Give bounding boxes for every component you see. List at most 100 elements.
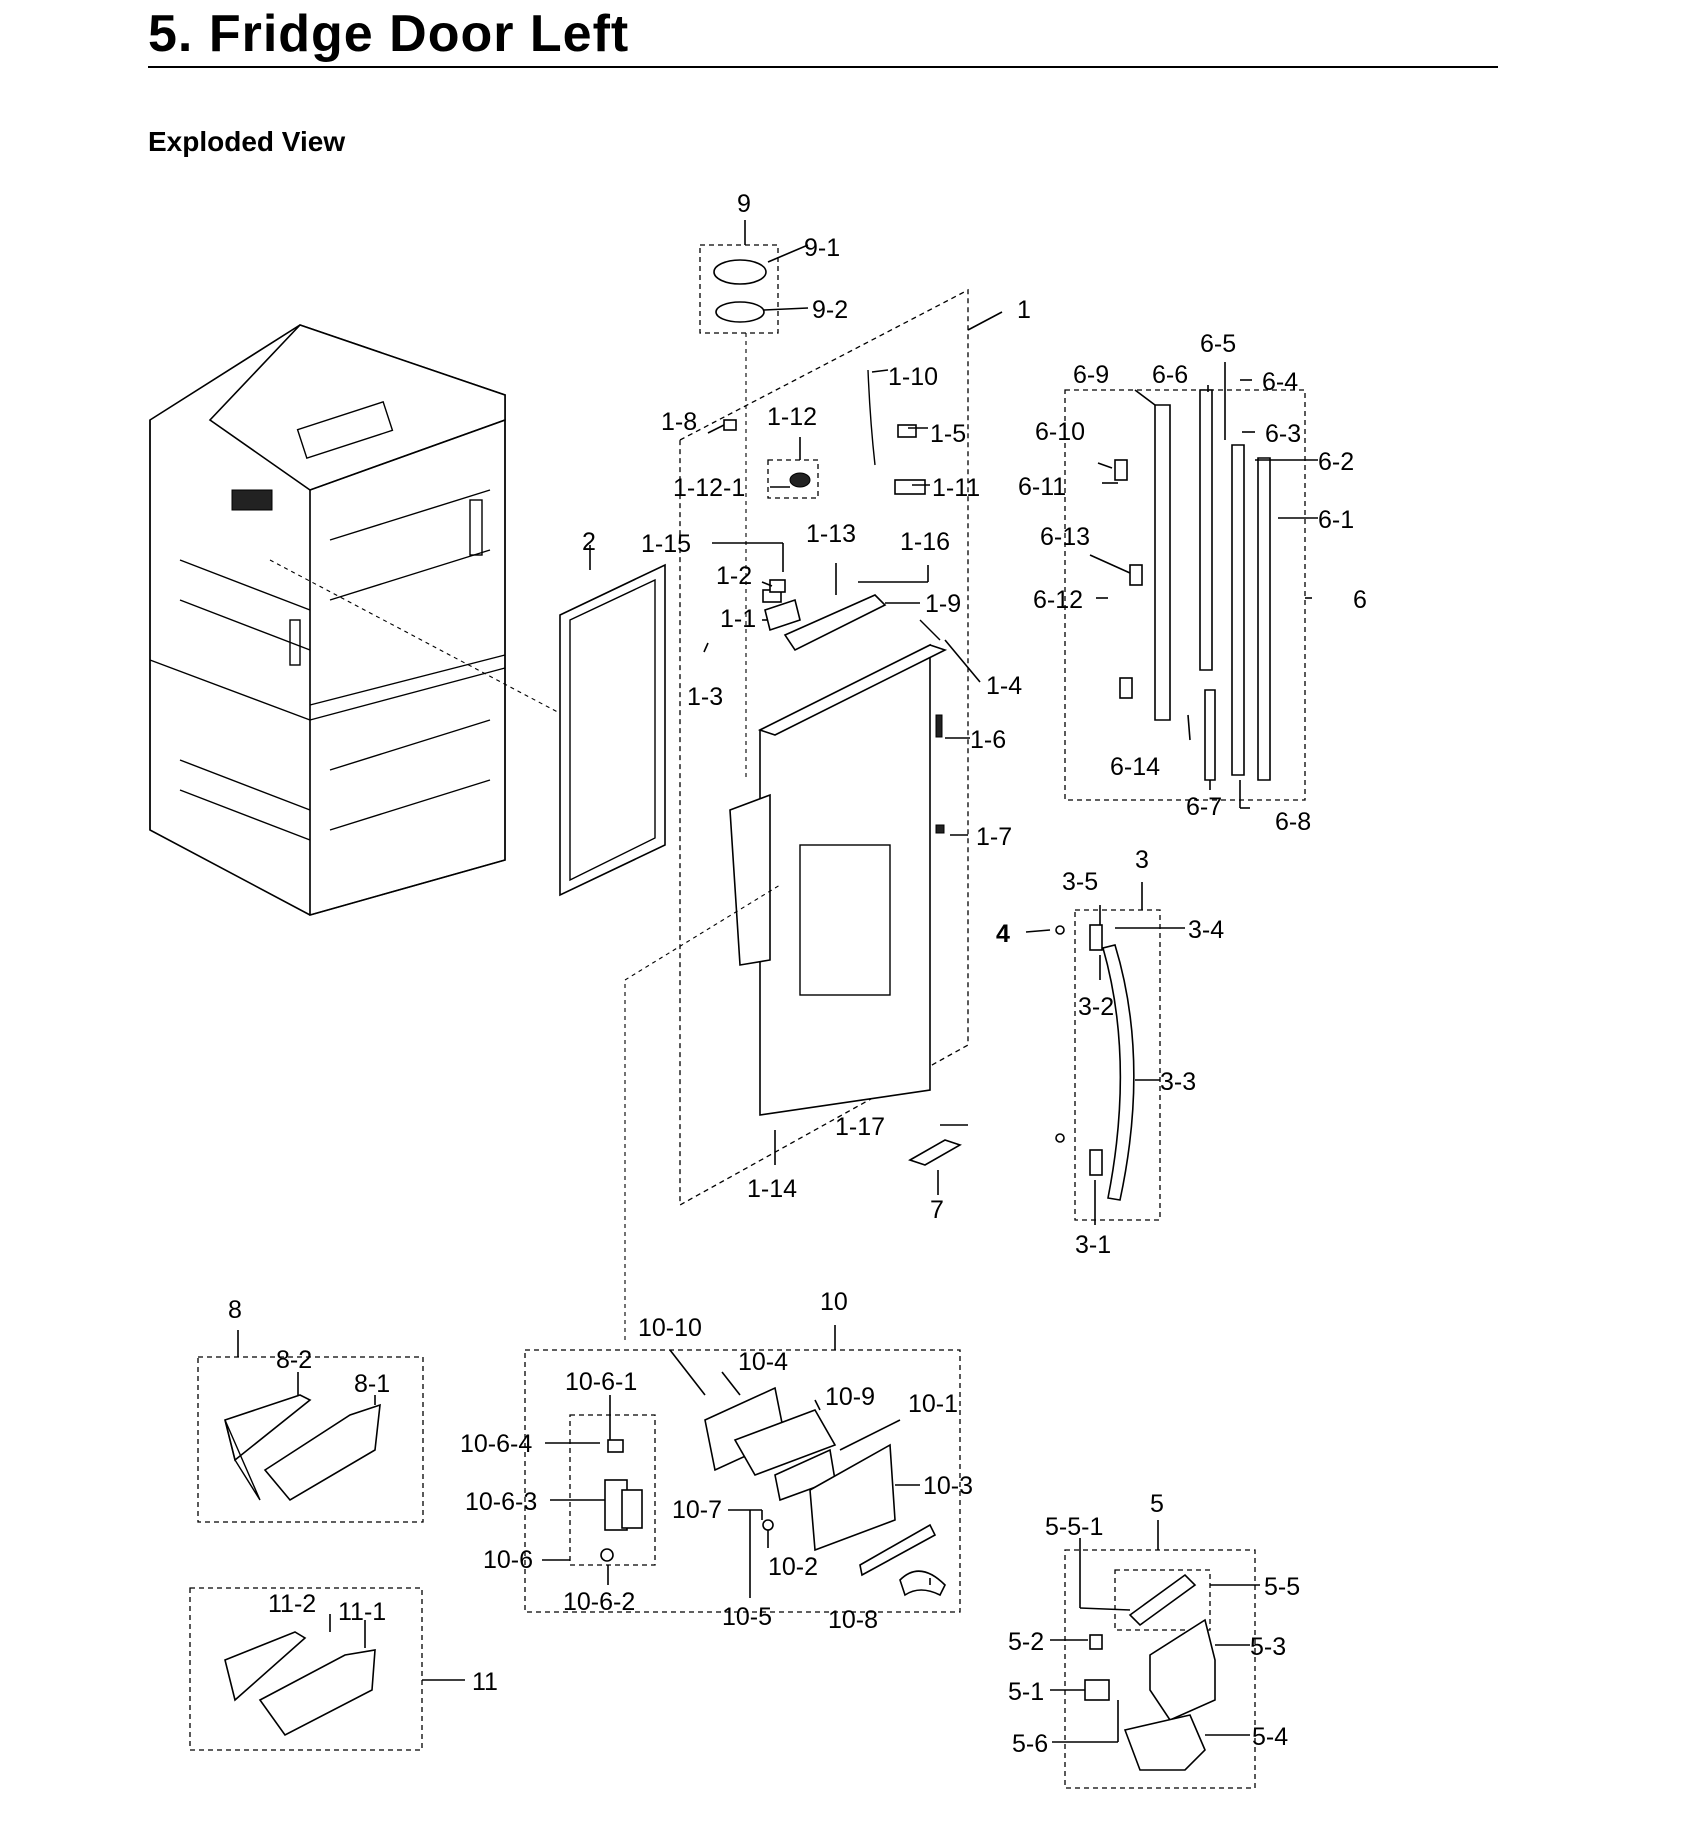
label-6-8: 6-8 xyxy=(1275,808,1311,836)
leader-lines xyxy=(237,220,1318,1743)
label-10-6-4: 10-6-4 xyxy=(460,1430,532,1458)
label-8-1: 8-1 xyxy=(354,1370,390,1398)
label-1-1: 1-1 xyxy=(720,605,756,633)
part-1-12-box xyxy=(767,459,819,499)
label-11: 11 xyxy=(472,1668,498,1696)
label-10-3: 10-3 xyxy=(923,1472,973,1500)
label-10-6-1: 10-6-1 xyxy=(565,1368,637,1396)
label-2: 2 xyxy=(582,528,596,556)
door-gasket xyxy=(559,563,666,897)
label-1-10: 1-10 xyxy=(888,363,938,391)
label-7: 7 xyxy=(930,1196,944,1224)
label-5-4: 5-4 xyxy=(1252,1723,1288,1751)
label-3-5: 3-5 xyxy=(1062,868,1098,896)
door-trim-box xyxy=(1064,389,1306,801)
hinge-cover-box xyxy=(699,244,779,334)
label-10-2: 10-2 xyxy=(768,1553,818,1581)
dispenser-components xyxy=(600,1386,946,1597)
label-1-9: 1-9 xyxy=(925,590,961,618)
label-1-14: 1-14 xyxy=(747,1175,797,1203)
label-11-1: 11-1 xyxy=(338,1598,386,1626)
label-10: 10 xyxy=(820,1288,848,1316)
label-10-6: 10-6 xyxy=(483,1546,533,1574)
label-8: 8 xyxy=(228,1296,242,1324)
door-assembly-box xyxy=(679,288,969,1207)
label-1-16: 1-16 xyxy=(900,528,950,556)
label-10-1: 10-1 xyxy=(908,1390,958,1418)
label-5-3: 5-3 xyxy=(1250,1633,1286,1661)
label-5-2: 5-2 xyxy=(1008,1628,1044,1656)
label-5: 5 xyxy=(1150,1490,1164,1518)
page-title: 5. Fridge Door Left xyxy=(148,5,630,63)
label-6-10: 6-10 xyxy=(1035,418,1085,446)
door-cap-parts xyxy=(762,589,945,834)
door-trim-strips xyxy=(1114,389,1271,781)
label-8-2: 8-2 xyxy=(276,1346,312,1374)
label-6-1: 6-1 xyxy=(1318,506,1354,534)
door-shelf-8 xyxy=(224,1394,381,1502)
label-6-2: 6-2 xyxy=(1318,448,1354,476)
label-5-1: 5-1 xyxy=(1008,1678,1044,1706)
label-10-7: 10-7 xyxy=(672,1496,722,1524)
section-subtitle: Exploded View xyxy=(148,126,346,157)
door-bar xyxy=(908,1139,962,1166)
label-1: 1 xyxy=(1017,296,1031,324)
label-6-13: 6-13 xyxy=(1040,523,1090,551)
door-handle xyxy=(1055,924,1135,1201)
label-6-6: 6-6 xyxy=(1152,361,1188,389)
label-1-17: 1-17 xyxy=(835,1113,885,1141)
label-1-5: 1-5 xyxy=(930,420,966,448)
part-labels: 9 9-1 9-2 1 1-10 1-5 1-11 1-8 1-1 2 1-12-… xyxy=(228,190,1367,1758)
label-3-2: 3-2 xyxy=(1078,993,1114,1021)
ice-bucket-box xyxy=(1064,1549,1256,1789)
label-1-11: 1-11 xyxy=(932,474,980,502)
label-4: 4 xyxy=(996,920,1010,948)
label-6-9: 6-9 xyxy=(1073,361,1109,389)
label-6-5: 6-5 xyxy=(1200,330,1236,358)
label-6-7: 6-7 xyxy=(1186,793,1222,821)
label-1-7: 1-7 xyxy=(976,823,1012,851)
label-1-15: 1-15 xyxy=(641,530,691,558)
fridge-cabinet-illustration xyxy=(149,324,506,916)
label-3: 3 xyxy=(1135,846,1149,874)
label-6-11: 6-11 xyxy=(1018,473,1066,501)
label-10-6-2: 10-6-2 xyxy=(563,1588,635,1616)
label-3-3: 3-3 xyxy=(1160,1068,1196,1096)
label-10-8: 10-8 xyxy=(828,1606,878,1634)
label-5-6: 5-6 xyxy=(1012,1730,1048,1758)
label-10-4: 10-4 xyxy=(738,1348,788,1376)
label-6-4: 6-4 xyxy=(1262,368,1298,396)
title-rule xyxy=(148,66,1498,68)
label-11-2: 11-2 xyxy=(268,1590,316,1618)
label-1-4: 1-4 xyxy=(986,672,1022,700)
part-5-5-box xyxy=(1114,1569,1211,1631)
label-9-2: 9-2 xyxy=(812,296,848,324)
door-shelf-11 xyxy=(224,1631,376,1737)
dispenser-panel-box xyxy=(524,1349,961,1613)
door-shelf-box xyxy=(197,1356,424,1523)
label-1-13: 1-13 xyxy=(806,520,856,548)
label-1-2: 1-2 xyxy=(716,562,752,590)
label-10-10: 10-10 xyxy=(638,1314,702,1342)
door-panel xyxy=(729,643,948,1116)
label-6-3: 6-3 xyxy=(1265,420,1301,448)
label-1-12-1: 1-12-1 xyxy=(673,474,745,502)
label-3-1: 3-1 xyxy=(1075,1231,1111,1259)
label-10-5: 10-5 xyxy=(722,1603,772,1631)
label-5-5: 5-5 xyxy=(1264,1573,1300,1601)
handle-assembly-box xyxy=(1074,909,1161,1221)
label-1-6: 1-6 xyxy=(970,726,1006,754)
label-6: 6 xyxy=(1353,586,1367,614)
label-9: 9 xyxy=(737,190,751,218)
label-9-1: 9-1 xyxy=(804,234,840,262)
label-6-12: 6-12 xyxy=(1033,586,1083,614)
ice-bucket-components xyxy=(1084,1573,1216,1771)
door-shelf-11-box xyxy=(189,1587,423,1751)
label-1-8: 1-8 xyxy=(661,408,697,436)
label-10-9: 10-9 xyxy=(825,1383,875,1411)
label-3-4: 3-4 xyxy=(1188,916,1224,944)
label-6-14: 6-14 xyxy=(1110,753,1160,781)
label-1-3: 1-3 xyxy=(687,683,723,711)
label-10-6-3: 10-6-3 xyxy=(465,1488,537,1516)
